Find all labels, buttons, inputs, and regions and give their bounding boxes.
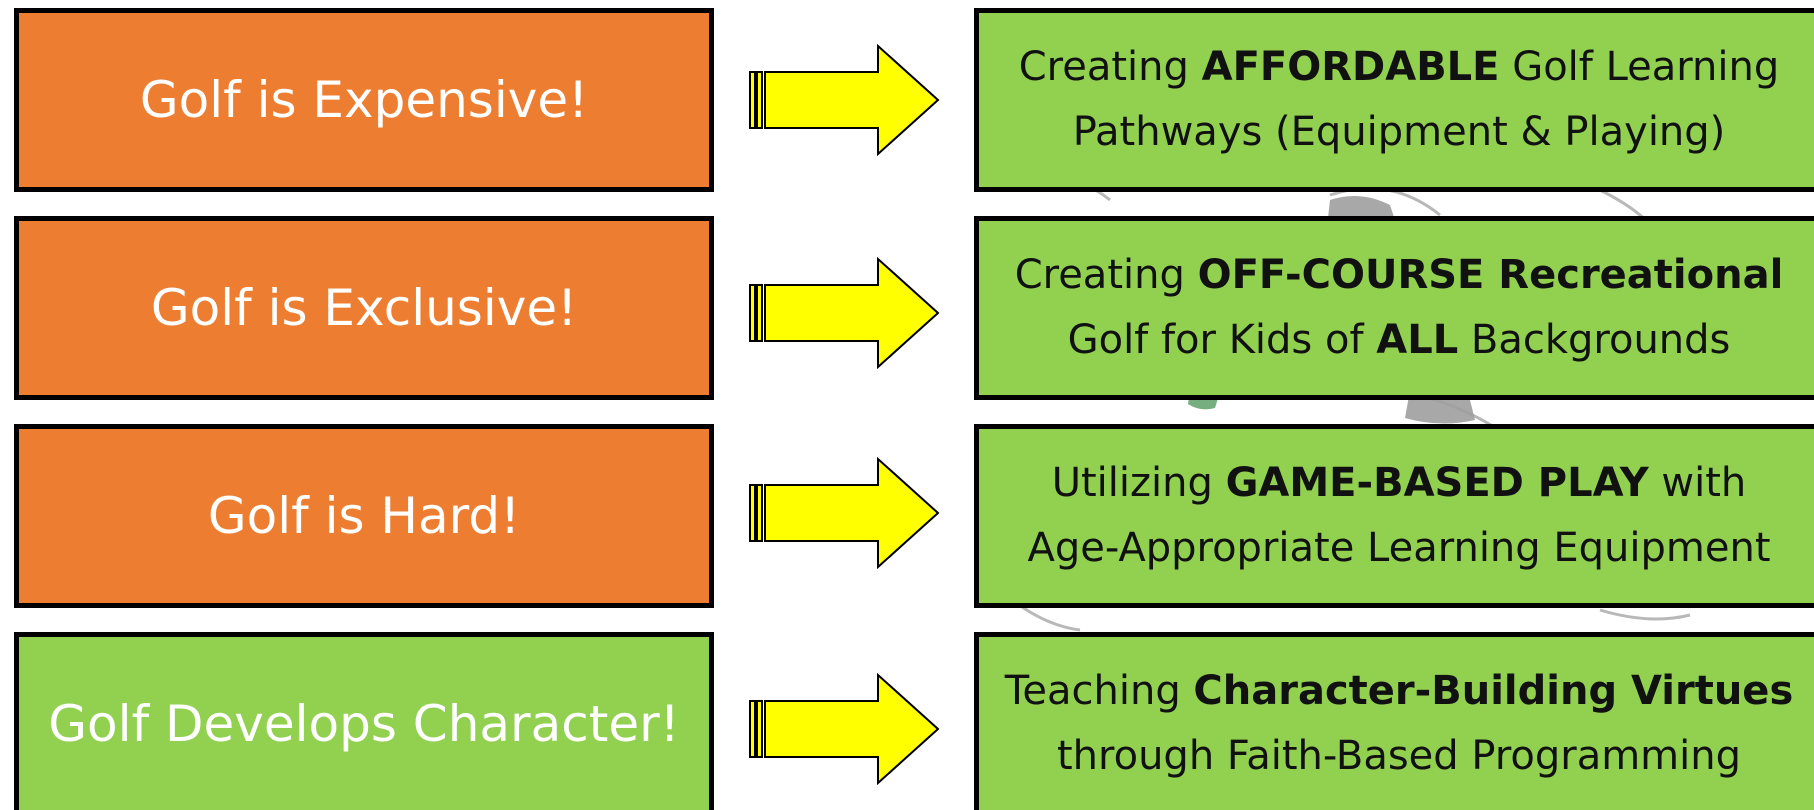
arrow-tail-stripe bbox=[756, 71, 763, 129]
solution-run: with bbox=[1648, 460, 1747, 506]
solution-line: Teaching Character-Building Virtues bbox=[1005, 659, 1794, 724]
solution-run: through Faith-Based Programming bbox=[1057, 733, 1741, 779]
arrow-tail-stripe bbox=[749, 700, 756, 758]
arrow-right-icon bbox=[749, 673, 940, 785]
solution-line: Golf for Kids of ALL Backgrounds bbox=[1015, 308, 1784, 373]
arrow-shaft bbox=[764, 257, 940, 369]
problem-box-exclusive: Golf is Exclusive! bbox=[14, 216, 714, 400]
problem-label: Golf is Hard! bbox=[207, 487, 521, 545]
problem-box-hard: Golf is Hard! bbox=[14, 424, 714, 608]
solution-run: Golf Learning bbox=[1499, 44, 1780, 90]
solution-emphasis: ALL bbox=[1376, 317, 1459, 363]
solution-emphasis: OFF-COURSE Recreational bbox=[1197, 252, 1784, 298]
solution-line: Age-Appropriate Learning Equipment bbox=[1027, 516, 1770, 581]
solution-line: Utilizing GAME-BASED PLAY with bbox=[1027, 451, 1770, 516]
solution-box-virtues: Teaching Character-Building Virtues throu… bbox=[974, 632, 1814, 810]
solution-line: Creating AFFORDABLE Golf Learning bbox=[1019, 35, 1780, 100]
arrow-shaft bbox=[764, 457, 940, 569]
solution-line: through Faith-Based Programming bbox=[1005, 724, 1794, 789]
arrow-right-icon bbox=[749, 257, 940, 369]
problem-label: Golf is Exclusive! bbox=[150, 279, 578, 337]
arrow-right-icon bbox=[749, 457, 940, 569]
arrow-tail-stripe bbox=[756, 284, 763, 342]
solution-line: Pathways (Equipment & Playing) bbox=[1019, 100, 1780, 165]
solution-run: Utilizing bbox=[1051, 460, 1226, 506]
solution-line: Creating OFF-COURSE Recreational bbox=[1015, 243, 1784, 308]
solution-text: Teaching Character-Building Virtues throu… bbox=[1001, 659, 1798, 789]
arrow-tail-stripe bbox=[749, 71, 756, 129]
problem-label: Golf is Expensive! bbox=[139, 71, 589, 129]
solution-run: Creating bbox=[1018, 44, 1202, 90]
problem-box-character: Golf Develops Character! bbox=[14, 632, 714, 810]
solution-run: Age-Appropriate Learning Equipment bbox=[1027, 525, 1771, 571]
solution-emphasis: Character-Building Virtues bbox=[1193, 668, 1794, 714]
arrow-right-icon bbox=[749, 44, 940, 156]
solution-run: Golf for Kids of bbox=[1067, 317, 1377, 363]
arrow-shaft bbox=[764, 44, 940, 156]
arrow-tail-stripe bbox=[749, 284, 756, 342]
problem-label: Golf Develops Character! bbox=[48, 695, 680, 753]
solution-emphasis: GAME-BASED PLAY bbox=[1225, 460, 1649, 506]
solution-run: Pathways (Equipment & Playing) bbox=[1072, 109, 1726, 155]
arrow-tail-stripe bbox=[749, 484, 756, 542]
arrow-tail-stripe bbox=[756, 700, 763, 758]
arrow-shaft bbox=[764, 673, 940, 785]
solution-run: Teaching bbox=[1004, 668, 1194, 714]
arrow-tail-stripe bbox=[756, 484, 763, 542]
solution-emphasis: AFFORDABLE bbox=[1201, 44, 1500, 90]
solution-run: Backgrounds bbox=[1458, 317, 1731, 363]
problem-box-expensive: Golf is Expensive! bbox=[14, 8, 714, 192]
solution-run: Creating bbox=[1014, 252, 1198, 298]
